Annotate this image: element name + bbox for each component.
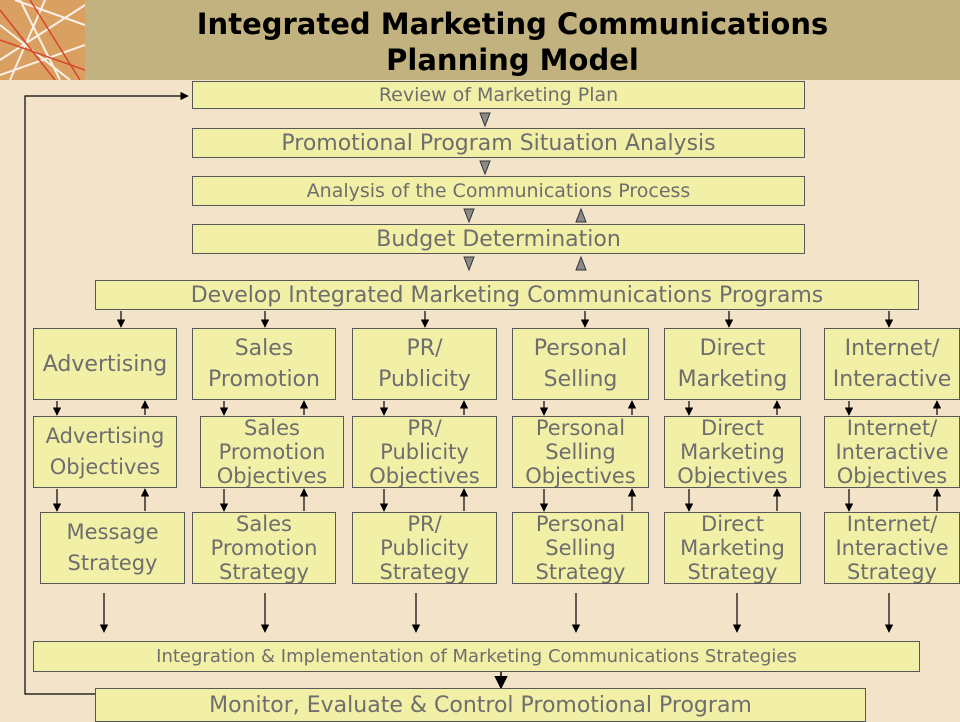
program-box-internet-interactive: Internet/ Interactive (824, 328, 960, 400)
program-label-direct-marketing: Direct Marketing (677, 336, 788, 392)
situation-analysis-label: Promotional Program Situation Analysis (281, 130, 716, 156)
strategy-label-sales-promotion: Sales Promotion Strategy (210, 512, 318, 584)
flow-arrow-down (479, 160, 491, 176)
strategy-label-direct-marketing: Direct Marketing Strategy (680, 512, 785, 584)
program-label-sales-promotion: Sales Promotion (208, 336, 320, 392)
strategy-box-message: Message Strategy (40, 512, 185, 584)
program-label-internet-interactive: Internet/ Interactive (832, 336, 952, 392)
strategy-box-direct-marketing: Direct Marketing Strategy (664, 512, 801, 584)
program-label-advertising: Advertising (42, 351, 168, 377)
objectives-label-pr-publicity: PR/ Publicity Objectives (369, 416, 480, 488)
decorative-lines-graphic (0, 0, 85, 80)
flow-arrow-down (463, 256, 475, 272)
strategy-box-sales-promotion: Sales Promotion Strategy (192, 512, 336, 584)
objectives-box-personal-selling: Personal Selling Objectives (512, 416, 649, 488)
program-box-advertising: Advertising (33, 328, 177, 400)
flow-arrow-down (479, 112, 491, 128)
budget-determination-box: Budget Determination (192, 224, 805, 254)
objectives-box-internet-interactive: Internet/ Interactive Objectives (824, 416, 960, 488)
integration-implementation-box: Integration & Implementation of Marketin… (33, 641, 920, 672)
objectives-label-sales-promotion: Sales Promotion Objectives (216, 416, 328, 488)
objectives-box-direct-marketing: Direct Marketing Objectives (664, 416, 801, 488)
program-box-personal-selling: Personal Selling (512, 328, 649, 400)
program-label-pr-publicity: PR/ Publicity (378, 336, 471, 392)
flow-arrow-up (575, 255, 587, 271)
program-label-personal-selling: Personal Selling (533, 336, 628, 392)
monitor-evaluate-label: Monitor, Evaluate & Control Promotional … (209, 692, 752, 718)
review-marketing-plan-box: Review of Marketing Plan (192, 81, 805, 109)
situation-analysis-box: Promotional Program Situation Analysis (192, 128, 805, 158)
strategy-box-personal-selling: Personal Selling Strategy (512, 512, 649, 584)
strategy-label-pr-publicity: PR/ Publicity Strategy (379, 512, 470, 584)
objectives-label-direct-marketing: Direct Marketing Objectives (677, 416, 788, 488)
title-banner (0, 0, 960, 80)
integration-implementation-label: Integration & Implementation of Marketin… (156, 646, 797, 667)
program-box-direct-marketing: Direct Marketing (664, 328, 801, 400)
objectives-label-personal-selling: Personal Selling Objectives (525, 416, 636, 488)
flow-arrow-down (463, 208, 475, 224)
program-box-sales-promotion: Sales Promotion (192, 328, 336, 400)
review-marketing-plan-label: Review of Marketing Plan (378, 84, 619, 106)
budget-determination-label: Budget Determination (376, 226, 621, 252)
objectives-label-advertising: Advertising Objectives (45, 424, 165, 479)
strategy-label-personal-selling: Personal Selling Strategy (535, 512, 626, 584)
program-box-pr-publicity: PR/ Publicity (352, 328, 497, 400)
communications-process-box: Analysis of the Communications Process (192, 176, 805, 206)
objectives-box-pr-publicity: PR/ Publicity Objectives (352, 416, 497, 488)
objectives-box-advertising: Advertising Objectives (33, 416, 177, 488)
monitor-evaluate-box: Monitor, Evaluate & Control Promotional … (95, 688, 866, 722)
objectives-label-internet-interactive: Internet/ Interactive Objectives (835, 416, 949, 488)
page-title-line-2: Planning Model (386, 43, 639, 77)
objectives-box-sales-promotion: Sales Promotion Objectives (200, 416, 344, 488)
strategy-label-message: Message Strategy (66, 520, 159, 575)
flow-arrow-up (575, 207, 587, 223)
develop-programs-box: Develop Integrated Marketing Communicati… (95, 280, 919, 310)
communications-process-label: Analysis of the Communications Process (306, 180, 691, 202)
page-title-line-1: Integrated Marketing Communications (196, 7, 829, 41)
develop-programs-label: Develop Integrated Marketing Communicati… (190, 282, 824, 308)
strategy-box-pr-publicity: PR/ Publicity Strategy (352, 512, 497, 584)
strategy-box-internet-interactive: Internet/ Interactive Strategy (824, 512, 960, 584)
strategy-label-internet-interactive: Internet/ Interactive Strategy (835, 512, 949, 584)
page-title: Integrated Marketing Communications Plan… (85, 6, 940, 78)
